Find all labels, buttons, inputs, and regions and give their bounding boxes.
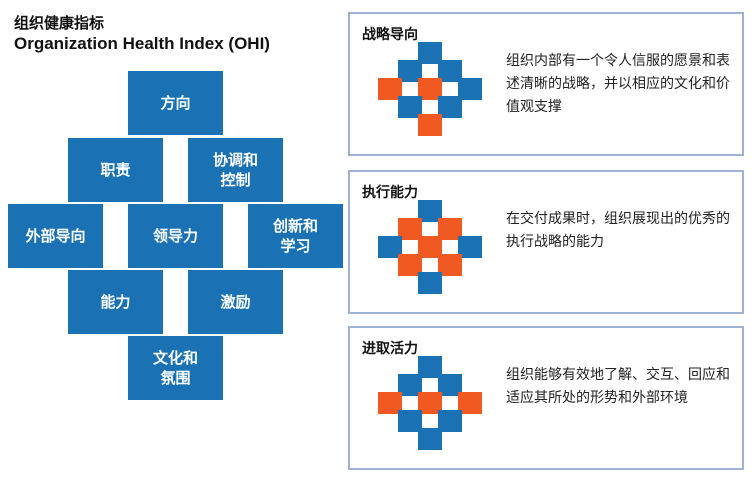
card-strategy: 战略导向 组织内部有一个令人信服的愿景和表述清晰的战略，并以相应的文化和价值观支… — [348, 12, 744, 156]
mini-grid-icon — [378, 200, 482, 294]
title-english: Organization Health Index (OHI) — [14, 34, 270, 53]
card-renewal: 进取活力 组织能够有效地了解、交互、回应和适应其所处的形势和外部环境 — [348, 326, 744, 470]
title-chinese: 组织健康指标 — [14, 14, 105, 32]
card-description: 组织能够有效地了解、交互、回应和适应其所处的形势和外部环境 — [506, 367, 730, 406]
tile-capability: 能力 — [68, 270, 163, 334]
card-title: 进取活力 — [362, 341, 418, 357]
tile-motivation: 激励 — [188, 270, 283, 334]
mini-grid-icon — [378, 42, 482, 136]
card-execution: 执行能力 在交付成果时，组织展现出的优秀的执行战略的能力 — [348, 170, 744, 314]
tile-culture: 文化和 氛围 — [128, 336, 223, 400]
tile-accountability: 职责 — [68, 138, 163, 202]
tile-external: 外部导向 — [8, 204, 103, 268]
card-description: 组织内部有一个令人信服的愿景和表述清晰的战略，并以相应的文化和价值观支撑 — [506, 53, 730, 115]
mini-grid-icon — [378, 356, 482, 450]
tile-direction: 方向 — [128, 71, 223, 135]
tile-coordination: 协调和 控制 — [188, 138, 283, 202]
card-title: 战略导向 — [362, 27, 418, 43]
tile-leadership: 领导力 — [128, 204, 223, 268]
tile-innovation: 创新和 学习 — [248, 204, 343, 268]
card-title: 执行能力 — [362, 185, 418, 201]
card-description: 在交付成果时，组织展现出的优秀的执行战略的能力 — [506, 211, 730, 250]
